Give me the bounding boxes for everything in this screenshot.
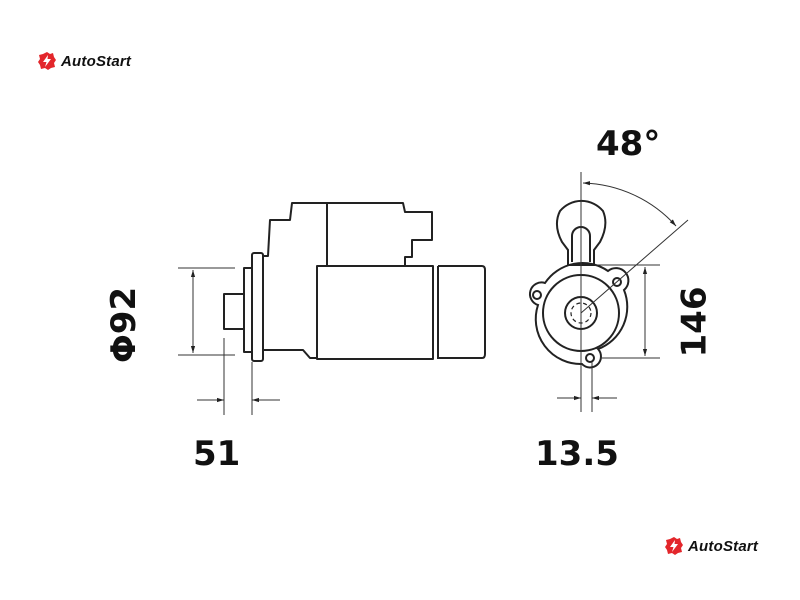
housing-bottom: [263, 349, 317, 359]
gear-bolt-icon: [38, 52, 56, 70]
dimension-angle: 48°: [596, 124, 661, 164]
motor-body: [316, 265, 434, 360]
angle-arc: [582, 181, 677, 227]
front-dimensions: [557, 172, 689, 412]
dimension-height: 146: [674, 286, 715, 358]
flange-outline: [528, 262, 630, 369]
solenoid-ring: [556, 199, 607, 266]
side-dimensions: [178, 267, 280, 415]
brand-name: AutoStart: [688, 537, 759, 555]
shaft: [223, 293, 245, 330]
dimension-flange-offset: 51: [193, 434, 241, 474]
mounting-flange: [251, 252, 264, 362]
dimension-hole-width: 13.5: [535, 434, 619, 474]
brand-name: AutoStart: [61, 52, 132, 70]
brand-logo-top: AutoStart: [37, 51, 131, 71]
gear-bolt-icon: [665, 537, 683, 555]
brand-logo-bottom: AutoStart: [664, 536, 758, 556]
end-cap: [438, 265, 486, 359]
solenoid-outline: [263, 202, 433, 266]
pilot-step: [243, 267, 253, 353]
side-view: [223, 202, 486, 362]
dimension-diameter: Φ92: [104, 286, 145, 364]
